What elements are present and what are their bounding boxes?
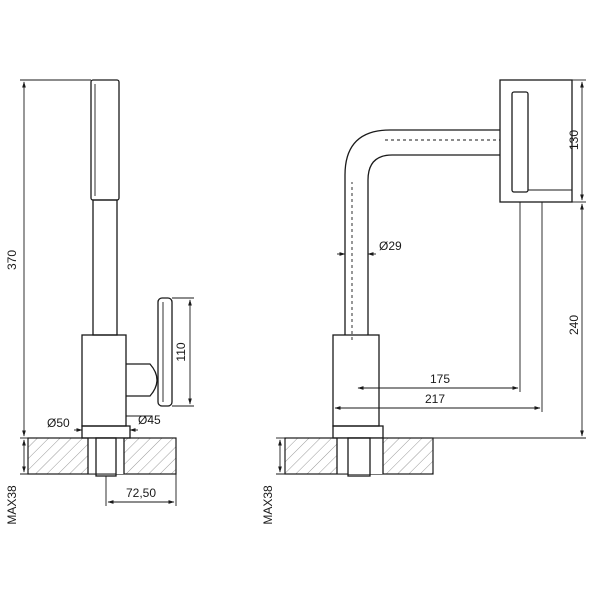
handle-knob-left bbox=[126, 363, 158, 397]
dim-diameter-knob: Ø45 bbox=[138, 413, 161, 427]
dim-reach-217: 217 bbox=[425, 392, 445, 406]
side-view: 370 MAX38 Ø50 Ø45 110 72,50 bbox=[5, 79, 194, 525]
spout-tube-right bbox=[344, 129, 500, 335]
pullout-head-left bbox=[90, 79, 120, 201]
pullout-head-right bbox=[499, 79, 573, 203]
dim-head-height: 130 bbox=[567, 130, 581, 150]
spout-tube-left bbox=[92, 199, 118, 336]
dim-diameter-spout: Ø29 bbox=[379, 239, 402, 253]
dim-height-total: 370 bbox=[5, 250, 19, 270]
front-view: Ø29 130 240 175 217 MAX38 bbox=[261, 79, 586, 525]
base-flange-left bbox=[81, 425, 131, 439]
dim-depth: 72,50 bbox=[126, 486, 156, 500]
dim-spout-height: 240 bbox=[567, 315, 581, 335]
handle-lever-left bbox=[157, 297, 173, 407]
dim-diameter-outer: Ø50 bbox=[47, 416, 70, 430]
dim-mount-max-right: MAX38 bbox=[261, 485, 275, 525]
dim-reach-175: 175 bbox=[430, 372, 450, 386]
dim-mount-max-left: MAX38 bbox=[5, 485, 19, 525]
dim-handle-height: 110 bbox=[174, 342, 188, 361]
base-flange-right bbox=[332, 425, 384, 439]
body-left bbox=[81, 334, 127, 427]
body-right bbox=[332, 334, 380, 427]
